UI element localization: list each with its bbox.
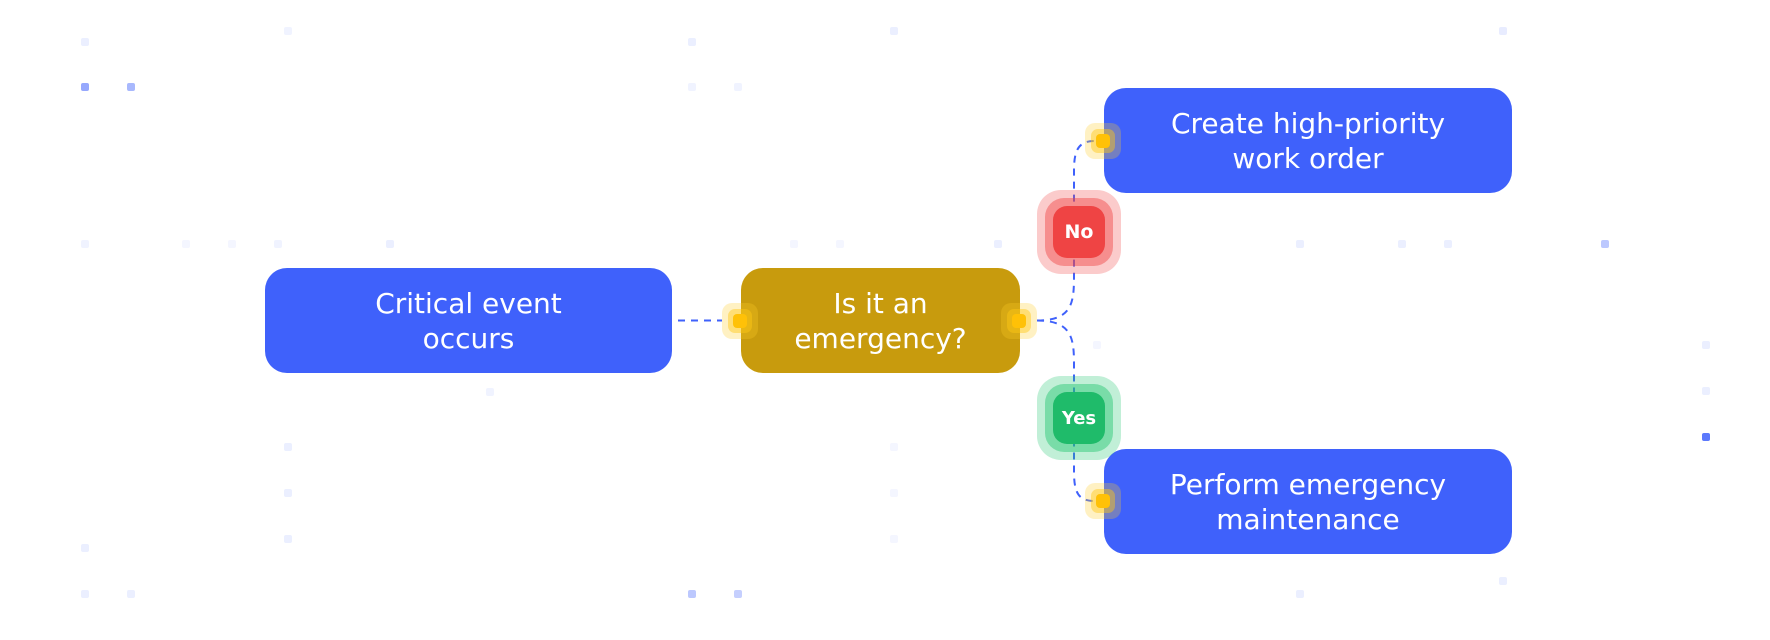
background-dot <box>81 590 89 598</box>
background-dot <box>734 83 742 91</box>
background-dot <box>1444 240 1452 248</box>
background-dot <box>386 240 394 248</box>
background-dot <box>734 590 742 598</box>
background-dot <box>228 240 236 248</box>
background-dot <box>127 83 135 91</box>
node-critical-event: Critical event occurs <box>265 268 672 373</box>
node-create-work-order: Create high-priority work order <box>1104 88 1512 193</box>
background-dot <box>284 535 292 543</box>
background-dot <box>1499 27 1507 35</box>
node-maintenance-line1: Perform emergency <box>1169 467 1447 501</box>
node-work-order-line2: work order <box>1232 141 1384 175</box>
background-dot <box>81 544 89 552</box>
node-decision-emergency: Is it an emergency? <box>741 268 1020 373</box>
work-order-input-port-icon <box>1085 123 1121 159</box>
background-dot <box>274 240 282 248</box>
background-dot <box>284 443 292 451</box>
background-dot <box>890 443 898 451</box>
node-critical-event-line2: occurs <box>422 321 515 355</box>
node-work-order-line1: Create high-priority <box>1170 106 1446 140</box>
background-dot <box>81 240 89 248</box>
background-dot <box>994 240 1002 248</box>
background-dot <box>1702 387 1710 395</box>
background-dot <box>1296 240 1304 248</box>
background-dot <box>1296 590 1304 598</box>
background-dot <box>790 240 798 248</box>
background-dot <box>688 38 696 46</box>
branch-badge-no: No <box>1037 190 1121 274</box>
background-dot <box>284 489 292 497</box>
node-critical-event-line1: Critical event <box>375 286 562 320</box>
background-dot <box>1093 341 1101 349</box>
decision-input-port-icon <box>722 303 758 339</box>
background-dot <box>1601 240 1609 248</box>
background-dot <box>890 27 898 35</box>
node-emergency-maintenance: Perform emergency maintenance <box>1104 449 1512 554</box>
background-dot <box>836 240 844 248</box>
background-dot <box>688 590 696 598</box>
maintenance-input-port-icon <box>1085 483 1121 519</box>
node-maintenance-line2: maintenance <box>1216 502 1400 536</box>
background-dot <box>890 489 898 497</box>
background-dot <box>81 83 89 91</box>
node-decision-line2: emergency? <box>794 321 967 355</box>
branch-badge-no-label: No <box>1053 206 1105 258</box>
branch-badge-yes: Yes <box>1037 376 1121 460</box>
background-dot <box>1702 341 1710 349</box>
background-dot <box>182 240 190 248</box>
background-dot <box>284 27 292 35</box>
background-dot <box>127 590 135 598</box>
background-dot <box>890 535 898 543</box>
background-dot <box>486 388 494 396</box>
background-dot <box>1398 240 1406 248</box>
background-dot <box>688 83 696 91</box>
background-dot <box>81 38 89 46</box>
background-dot <box>1702 433 1710 441</box>
branch-badge-yes-label: Yes <box>1053 392 1105 444</box>
decision-output-port-icon <box>1001 303 1037 339</box>
background-dot <box>1499 577 1507 585</box>
node-decision-line1: Is it an <box>833 286 928 320</box>
